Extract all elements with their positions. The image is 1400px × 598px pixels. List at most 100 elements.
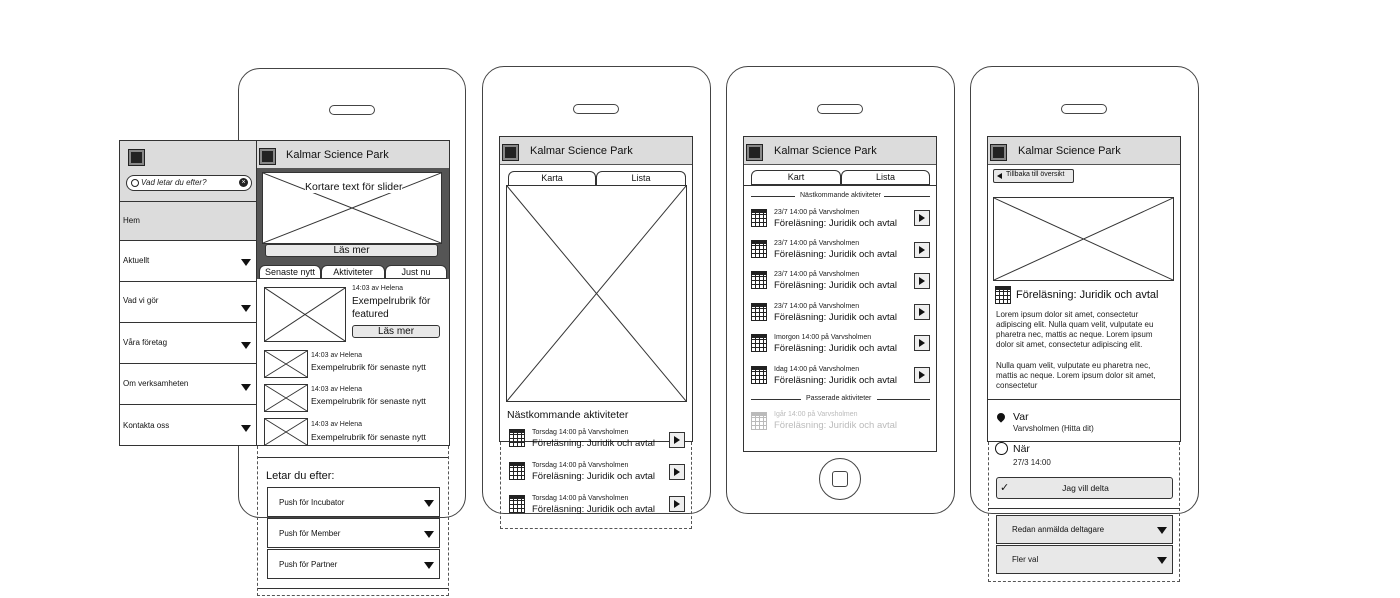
event-title[interactable]: Föreläsning: Juridik och avtal [774,312,898,323]
menu-item-aktuellt[interactable]: Aktuellt [120,241,256,282]
menu-item-vad-vi-gor[interactable]: Vad vi gör [120,282,256,323]
event-meta: Torsdag 14:00 på Varvsholmen [532,495,629,502]
menu-icon[interactable] [990,144,1007,161]
event-meta: Imorgon 14:00 på Varvsholmen [774,334,872,341]
event-title[interactable]: Föreläsning: Juridik och avtal [532,504,656,515]
event-title[interactable]: Föreläsning: Juridik och avtal [774,375,898,386]
slider-read-more-button[interactable]: Läs mer [265,244,438,257]
news-title[interactable]: Exempelrubrik för senaste nytt [311,362,426,372]
phone-speaker-1 [329,105,375,115]
back-button[interactable]: Tillbaka till översikt [993,169,1074,183]
menu-item-om-verksamheten[interactable]: Om verksamheten [120,364,256,405]
phone4-screen [987,136,1181,442]
featured-read-more-button[interactable]: Läs mer [352,325,440,338]
calendar-icon [750,271,767,289]
tab-karta[interactable]: Karta [508,171,596,186]
event-title[interactable]: Föreläsning: Juridik och avtal [774,218,898,229]
chevron-down-icon [241,384,251,391]
play-icon[interactable] [914,367,930,383]
menu-item-vara-foretag[interactable]: Våra företag [120,323,256,364]
push-partner-label: Push för Partner [279,560,338,569]
play-icon[interactable] [914,210,930,226]
when-value: 27/3 14:00 [1013,458,1051,467]
search-placeholder: Vad letar du efter? [141,178,207,187]
play-icon[interactable] [914,304,930,320]
event-title[interactable]: Föreläsning: Juridik och avtal [532,471,656,482]
chevron-down-icon [424,500,434,507]
home-button[interactable] [819,458,861,500]
tab-kart[interactable]: Kart [751,170,841,185]
app-title: Kalmar Science Park [286,149,389,161]
featured-title[interactable]: Exempelrubrik för featured [352,296,431,320]
push-incubator-label: Push för Incubator [279,498,345,507]
calendar-icon [750,209,767,227]
play-icon[interactable] [914,242,930,258]
where-value[interactable]: Varvsholmen (Hitta dit) [1013,424,1094,433]
phone1-below-fold [257,446,449,596]
menu-item-label: Aktuellt [123,256,150,265]
upcoming-heading: Nästkommande aktiviteter [507,409,629,421]
menu-item-kontakta-oss[interactable]: Kontakta oss [120,405,256,445]
news-meta: 14:03 av Helena [311,352,362,359]
description-line: dolor sit amet, consectetur adipiscing e… [996,340,1143,349]
map-placeholder[interactable] [506,185,687,402]
event-title[interactable]: Föreläsning: Juridik och avtal [774,249,898,260]
featured-meta: 14:03 av Helena [352,285,403,292]
event-title[interactable]: Föreläsning: Juridik och avtal [774,280,898,291]
description-line: consectetur [996,381,1038,390]
menu-item-hem[interactable]: Hem [120,201,256,241]
tab-lista[interactable]: Lista [841,170,930,185]
event-heading: Föreläsning: Juridik och avtal [1016,289,1159,301]
news-title[interactable]: Exempelrubrik för senaste nytt [311,432,426,442]
chevron-down-icon [424,531,434,538]
play-icon[interactable] [669,432,685,448]
menu-icon[interactable] [259,148,276,165]
join-button[interactable]: ✓ Jag vill delta [996,477,1173,499]
chevron-down-icon [241,259,251,266]
tab-senaste-nytt[interactable]: Senaste nytt [259,265,321,279]
search-input[interactable]: Vad letar du efter? × [126,175,252,191]
event-meta: 23/7 14:00 på Varvsholmen [774,271,860,278]
push-incubator[interactable]: Push för Incubator [267,487,440,517]
event-meta: Idag 14:00 på Varvsholmen [774,366,860,373]
past-event-title[interactable]: Föreläsning: Juridik och avtal [774,420,898,431]
event-title[interactable]: Föreläsning: Juridik och avtal [532,438,656,449]
when-label: När [1013,443,1030,455]
event-meta: Torsdag 14:00 på Varvsholmen [532,462,629,469]
menu-icon[interactable] [746,144,763,161]
slider-text: Kortare text för slider [305,181,403,193]
divider [258,588,448,589]
news-title[interactable]: Exempelrubrik för senaste nytt [311,396,426,406]
menu-icon[interactable] [128,149,145,166]
chevron-down-icon [241,342,251,349]
play-icon[interactable] [669,464,685,480]
calendar-icon [750,412,767,430]
play-icon[interactable] [669,496,685,512]
push-member-label: Push för Member [279,529,341,538]
play-icon[interactable] [914,273,930,289]
menu-icon[interactable] [502,144,519,161]
upcoming-label: Nästkommande aktiviteter [800,192,881,199]
tab-lista[interactable]: Lista [596,171,686,186]
past-label: Passerade aktiviteter [806,395,872,402]
tab-aktiviteter[interactable]: Aktiviteter [321,265,385,279]
news-meta: 14:03 av Helena [311,386,362,393]
more-options-dropdown[interactable]: Fler val [996,545,1173,574]
checkmark-icon: ✓ [1000,482,1010,494]
event-title[interactable]: Föreläsning: Juridik och avtal [774,343,898,354]
chevron-down-icon [241,425,251,432]
phone2-below-fold [500,442,692,529]
event-meta: 23/7 14:00 på Varvsholmen [774,303,860,310]
clear-icon[interactable]: × [239,178,248,187]
join-button-label: Jag vill delta [1062,483,1109,493]
event-image-placeholder [993,197,1174,281]
tab-just-nu[interactable]: Just nu [385,265,447,279]
phone-speaker-2 [573,104,619,114]
dropdown-label: Fler val [1012,555,1039,564]
push-partner[interactable]: Push för Partner [267,549,440,579]
registered-participants-dropdown[interactable]: Redan anmälda deltagare [996,515,1173,544]
play-icon[interactable] [914,335,930,351]
divider [884,196,930,197]
calendar-icon [750,240,767,258]
push-member[interactable]: Push för Member [267,518,440,548]
